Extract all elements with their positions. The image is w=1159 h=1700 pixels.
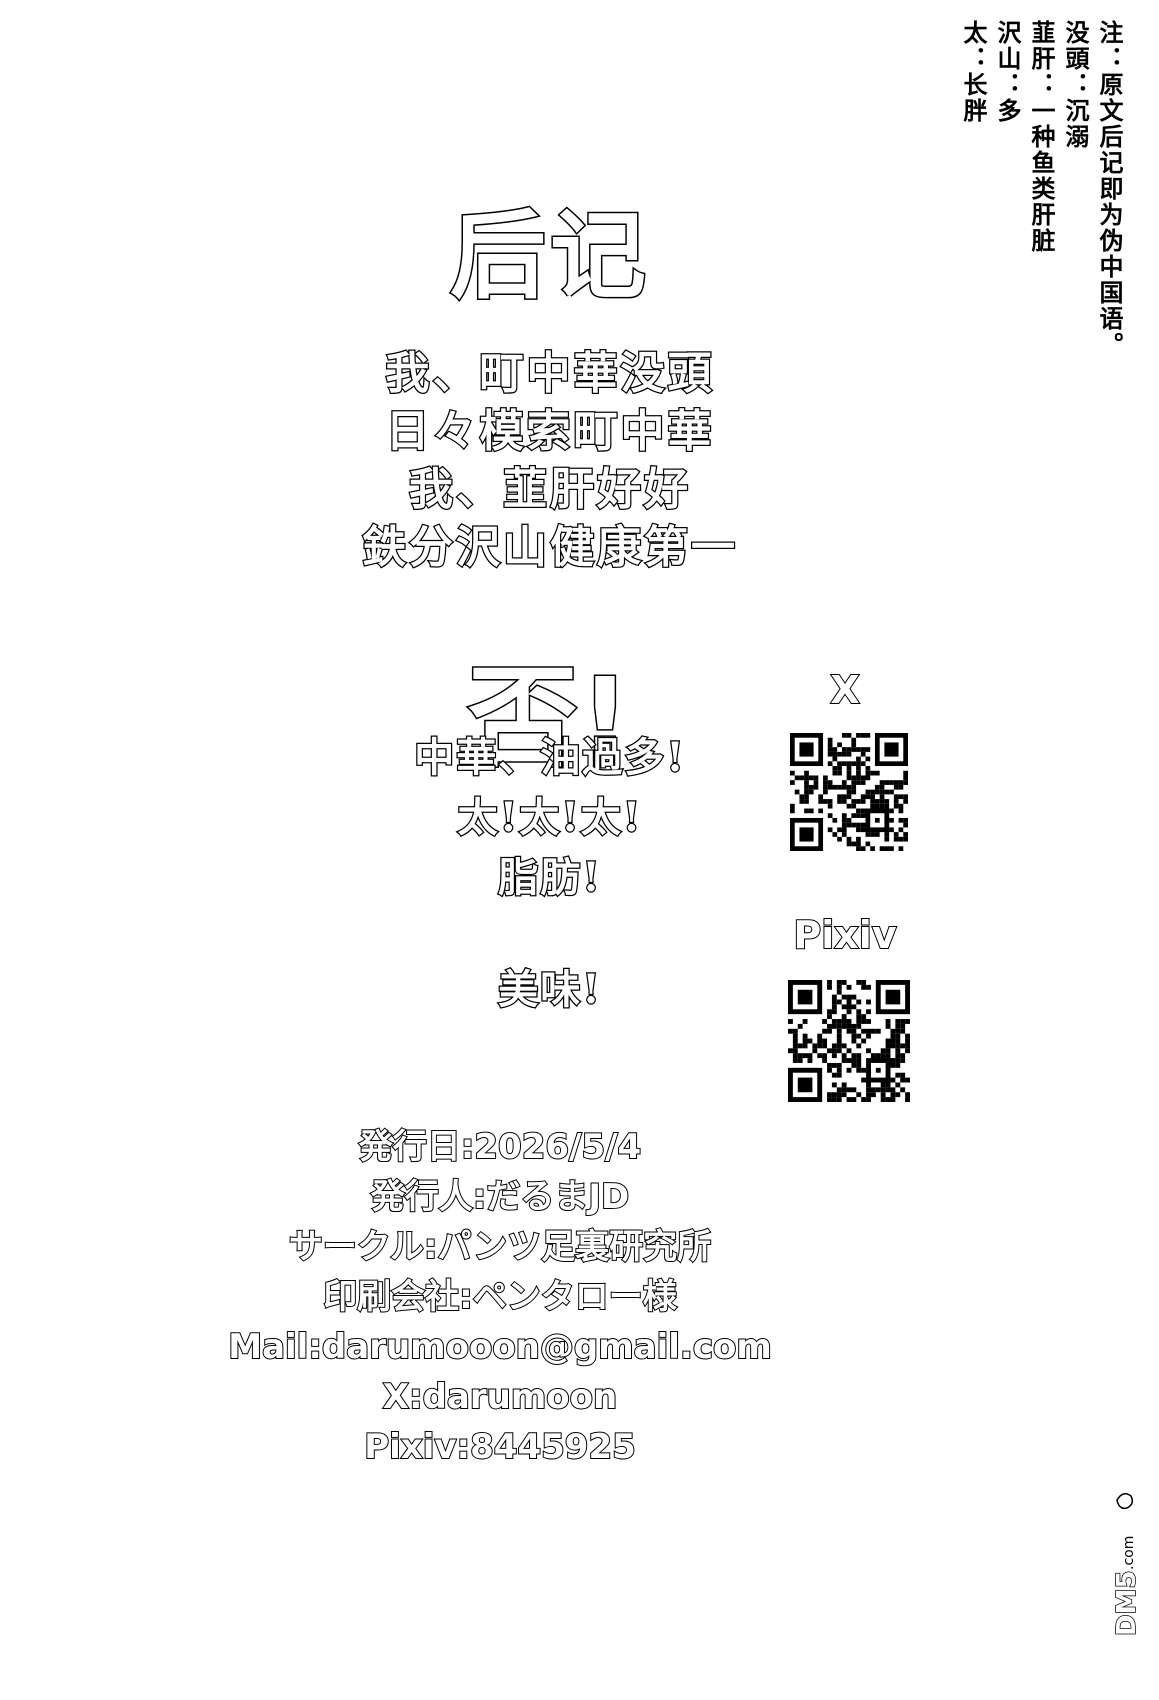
spacer [0,908,1100,960]
reply-lines: 中華、油過多! 太!太!太! 脂肪! 美味! [0,728,1100,1020]
reply-exclaim: 否! [466,653,633,784]
publish-date: 発行日:2026/5/4 [358,1126,642,1168]
colophon: 発行日:2026/5/4 発行人:だるまJD サークル:パンツ足裏研究所 印刷会… [0,1122,1000,1472]
note-line: 没頭：沉溺 [1061,20,1089,150]
pixiv-qr-label: Pixiv [792,912,897,958]
dm5-watermark-logo: DM5 .com [1111,1493,1143,1637]
svg-text:.com: .com [1121,1536,1137,1570]
x-qr-code[interactable] [790,733,908,851]
reply-final: 美味! [497,965,602,1015]
svg-text:DM5: DM5 [1112,1570,1142,1636]
note-line: 沢山：多 [993,20,1021,124]
x-qr-label: X [829,667,860,713]
reply-line: 中華、油過多! [413,733,686,783]
note-line: 注：原文后记即为伪中国语。 [1095,20,1123,358]
afterword-verse: 我、町中華没頭 日々模索町中華 我、韮肝好好 鉄分沢山健康第一 [0,345,1100,577]
afterword-title: 后记 [449,199,650,314]
verse-line: 日々模索町中華 [384,405,715,459]
verse-line: 鉄分沢山健康第一 [361,521,738,575]
translator-notes: 注：原文后记即为伪中国语。 没頭：沉溺 韮肝：一种鱼类肝脏 沢山：多 太：长胖 [959,20,1123,380]
note-line: 太：长胖 [959,20,987,124]
pixiv-id: Pixiv:8445925 [363,1426,637,1468]
verse-line: 我、韮肝好好 [408,463,691,517]
note-line: 韮肝：一种鱼类肝脏 [1027,20,1055,254]
verse-line: 我、町中華没頭 [384,347,715,401]
circle-name: サークル:パンツ足裏研究所 [288,1226,712,1268]
x-handle: X:darumoon [382,1376,618,1418]
mail-address: Mail:darumooon@gmail.com [227,1326,773,1368]
pixiv-qr-code[interactable] [788,980,910,1102]
printer: 印刷会社:ペンタロー様 [322,1276,678,1318]
reply-line: 太!太!太! [456,793,643,843]
publisher: 発行人:だるまJD [370,1176,630,1218]
reply-line: 脂肪! [497,853,602,903]
